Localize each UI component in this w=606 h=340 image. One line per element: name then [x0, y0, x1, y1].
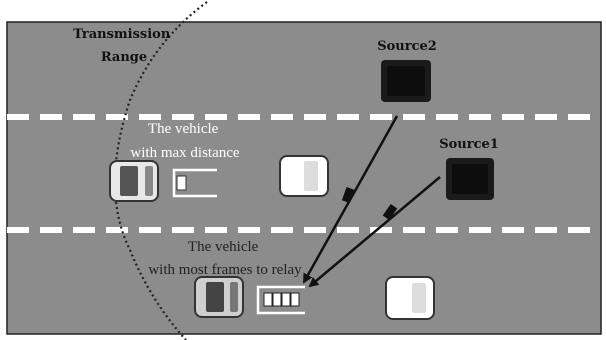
source1-vehicle-icon	[446, 158, 494, 200]
vehicle-most-frames-label: The vehicle with most frames to relay	[148, 239, 302, 278]
max-distance-vehicle-icon	[109, 160, 159, 202]
frame-packet	[281, 292, 291, 307]
transmission-range-label: Transmission Range	[73, 27, 175, 65]
frame-packet	[290, 292, 300, 307]
frame-packet	[272, 292, 282, 307]
source2-label: Source2	[377, 39, 437, 54]
frame-packet	[176, 175, 187, 191]
vehicle-icon	[279, 155, 329, 197]
data-packet-icon	[382, 203, 398, 221]
vehicle-icon	[385, 276, 435, 320]
source2-vehicle-icon	[381, 60, 431, 102]
frame-packet	[263, 292, 273, 307]
source1-to-relay-arrow	[308, 176, 441, 288]
frame-queue-icon	[172, 168, 217, 198]
vehicle-max-distance-label: The vehicle with max distance	[130, 121, 239, 161]
data-packet-icon	[341, 187, 355, 203]
source1-label: Source1	[439, 137, 499, 152]
frame-queue-icon	[256, 285, 305, 315]
most-frames-vehicle-icon	[194, 276, 244, 318]
